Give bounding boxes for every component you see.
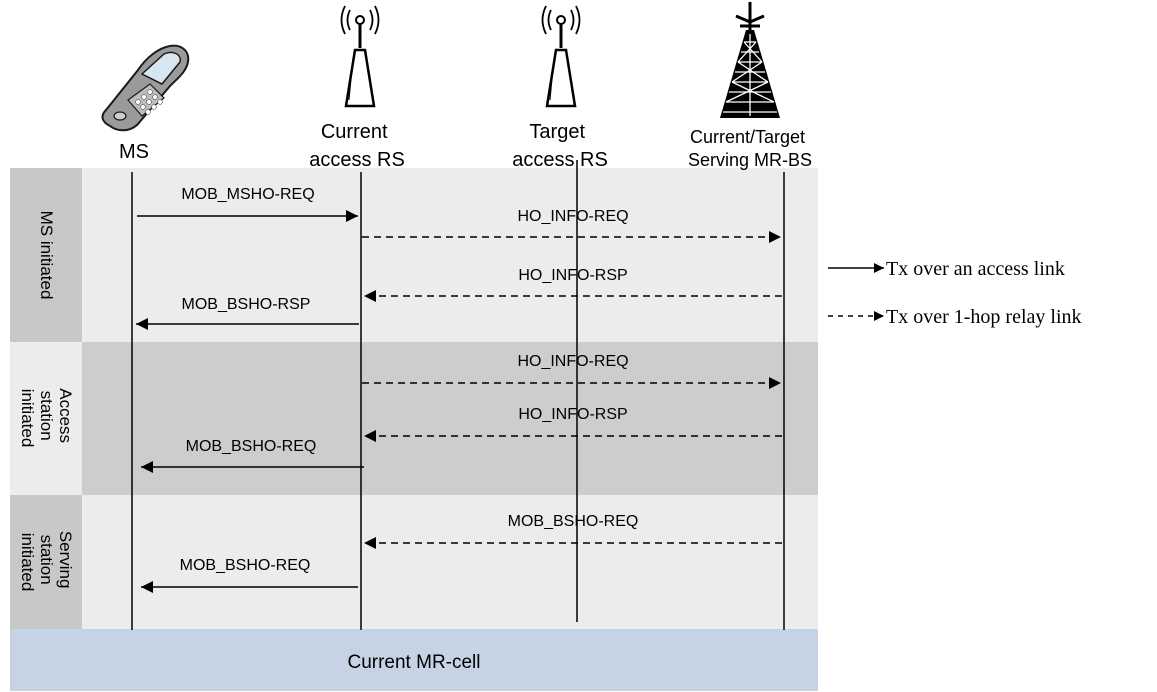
message-label: MOB_MSHO-REQ — [181, 186, 314, 203]
entity-label-bs: Current/Target Serving MR-BS — [688, 127, 812, 170]
phase-serving-initiated-label-cell — [10, 495, 82, 629]
phase-access-initiated-band — [10, 342, 818, 495]
phase-ms-initiated-label-cell — [10, 168, 82, 342]
message-label: HO_INFO-REQ — [517, 208, 628, 225]
phase-access-initiated-label-cell — [10, 342, 82, 495]
tower-icon — [720, 2, 780, 118]
phase-ms-initiated-label: MS initiated — [37, 211, 56, 300]
phase-access-initiated-label: Access station initiated — [18, 388, 75, 448]
legend: Tx over an access link Tx over 1-hop rel… — [828, 258, 1082, 328]
cell-footer-label: Current MR-cell — [347, 652, 480, 673]
message-label: MOB_BSHO-REQ — [180, 557, 311, 574]
entity-label-target-rs: Target access RS — [512, 121, 608, 171]
antenna-icon-current-rs — [340, 5, 380, 108]
message-label: MOB_BSHO-REQ — [186, 438, 317, 455]
phase-serving-initiated-band — [10, 495, 818, 629]
message-label: MOB_BSHO-REQ — [508, 513, 639, 530]
phase-access-initiated: Access station initiated — [10, 342, 818, 495]
message-label: HO_INFO-RSP — [518, 406, 627, 423]
cell-footer: Current MR-cell — [10, 629, 818, 691]
legend-solid-label: Tx over an access link — [886, 258, 1065, 280]
phase-serving-initiated-label: Serving station initiated — [18, 531, 75, 593]
message-label: MOB_BSHO-RSP — [182, 296, 311, 313]
phase-serving-initiated: Serving station initiated — [10, 495, 818, 629]
legend-dashed-label: Tx over 1-hop relay link — [886, 306, 1082, 328]
entity-label-current-rs: Current access RS — [309, 121, 405, 171]
phase-ms-initiated-band — [10, 168, 818, 342]
phone-icon — [101, 44, 190, 132]
entity-label-ms: MS — [119, 141, 149, 163]
antenna-icon-target-rs — [541, 5, 581, 108]
cell-footer-band — [10, 629, 818, 691]
phase-ms-initiated: MS initiated — [10, 168, 818, 342]
message-label: HO_INFO-REQ — [517, 353, 628, 370]
message-label: HO_INFO-RSP — [518, 267, 627, 284]
